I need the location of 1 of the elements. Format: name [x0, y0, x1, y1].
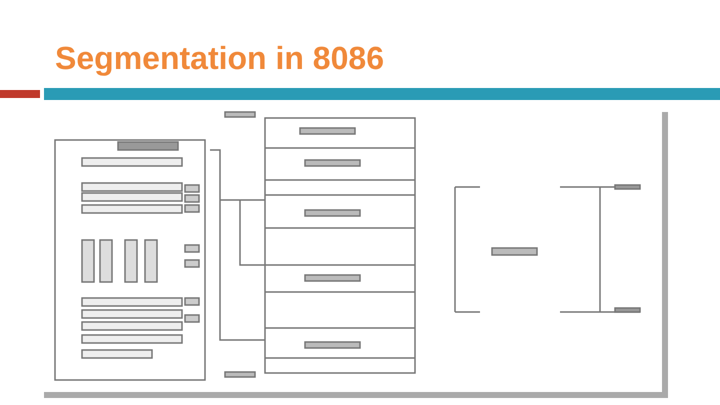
slide-title: Segmentation in 8086 — [55, 40, 384, 77]
